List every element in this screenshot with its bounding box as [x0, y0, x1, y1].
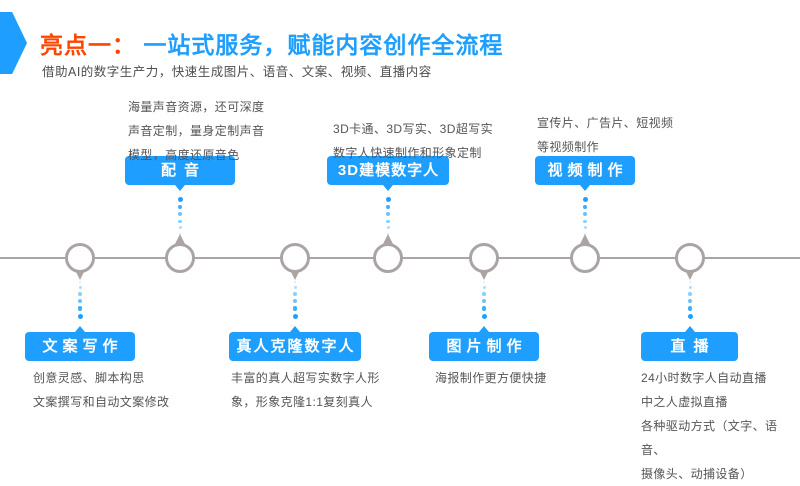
dot-trail	[385, 195, 391, 237]
dot-trail	[582, 195, 588, 237]
node-description-copywriting: 创意灵感、脚本构思 文案撰写和自动文案修改	[33, 371, 170, 409]
node-label-clone-digital-human: 真人克隆数字人	[229, 326, 361, 361]
timeline-marker	[373, 243, 403, 273]
node-label-live-streaming: 直播	[641, 326, 738, 361]
page-title: 亮点一： 一站式服务，赋能内容创作全流程	[40, 26, 503, 60]
timeline-marker	[65, 243, 95, 273]
marker-tip-icon	[685, 270, 695, 280]
node-description-dubbing: 海量声音资源，还可深度 声音定制，量身定制声音 模型，高度还原音色	[128, 100, 265, 162]
node-label-video-production: 视频制作	[535, 156, 635, 191]
marker-tip-icon	[175, 234, 185, 244]
dot-trail	[177, 195, 183, 237]
timeline-marker	[570, 243, 600, 273]
dot-trail	[687, 279, 693, 321]
timeline-marker	[469, 243, 499, 273]
node-label-dubbing: 配音	[125, 156, 235, 191]
marker-tip-icon	[75, 270, 85, 280]
page-subtitle: 借助AI的数字生产力，快速生成图片、语音、文案、视频、直播内容	[42, 65, 432, 79]
marker-tip-icon	[580, 234, 590, 244]
node-description-video-production: 宣传片、广告片、短视频 等视频制作	[537, 116, 674, 154]
marker-tip-icon	[290, 270, 300, 280]
timeline-marker	[675, 243, 705, 273]
node-label-copywriting: 文案写作	[25, 326, 135, 361]
node-description-image-production: 海报制作更方便快捷	[435, 371, 547, 385]
page-title-highlight: 亮点一：	[40, 32, 136, 58]
timeline-marker	[280, 243, 310, 273]
accent-arrow-icon	[0, 12, 27, 74]
node-description-3d-digital-human: 3D卡通、3D写实、3D超写实 数字人快速制作和形象定制	[333, 122, 494, 160]
dot-trail	[292, 279, 298, 321]
node-label-3d-digital-human: 3D建模数字人	[327, 156, 449, 191]
page-title-rest: 一站式服务，赋能内容创作全流程	[143, 32, 504, 58]
node-description-live-streaming: 24小时数字人自动直播 中之人虚拟直播 各种驱动方式（文字、语音、 摄像头、动捕…	[641, 371, 778, 481]
marker-tip-icon	[383, 234, 393, 244]
dot-trail	[77, 279, 83, 321]
marker-tip-icon	[479, 270, 489, 280]
timeline-marker	[165, 243, 195, 273]
dot-trail	[481, 279, 487, 321]
node-label-image-production: 图片制作	[429, 326, 539, 361]
node-description-clone-digital-human: 丰富的真人超写实数字人形 象，形象克隆1:1复刻真人	[231, 371, 380, 409]
